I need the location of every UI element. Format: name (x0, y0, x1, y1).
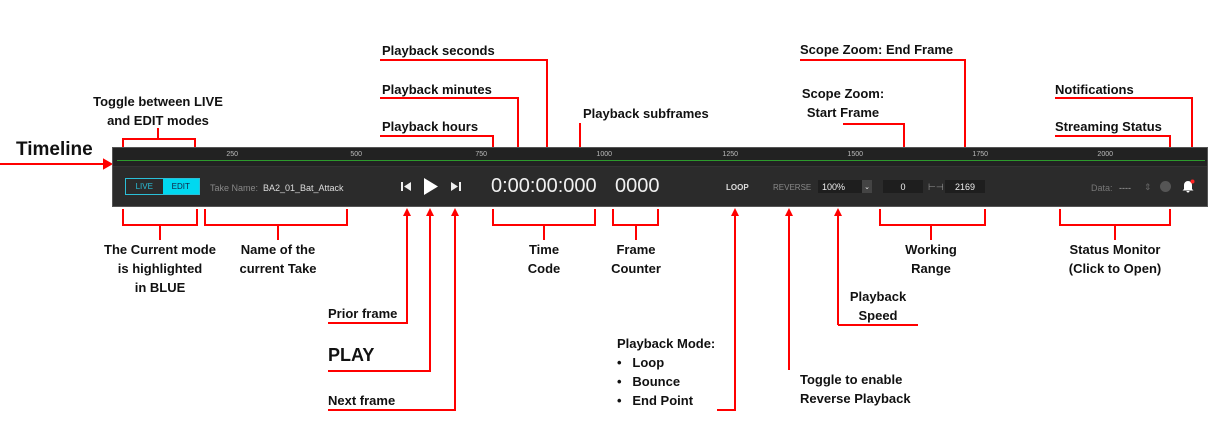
take-name-value: BA2_01_Bat_Attack (263, 183, 344, 193)
timeline-ruler[interactable]: 250 500 750 1000 1250 1500 1750 2000 (113, 148, 1207, 167)
ruler-tick: 500 (350, 151, 362, 158)
notifications-bell-icon[interactable] (1181, 179, 1195, 193)
next-frame-icon[interactable] (450, 181, 462, 192)
edit-mode-button[interactable]: EDIT (162, 179, 199, 194)
take-name-label: Take Name: (210, 183, 259, 193)
annotation-playback-minutes: Playback minutes (382, 82, 492, 97)
data-status-value[interactable]: ---- (1119, 183, 1131, 193)
loop-mode-button[interactable]: LOOP (726, 183, 749, 192)
annotation-playback-hours: Playback hours (382, 119, 479, 134)
annotation-notifications: Notifications (1055, 82, 1134, 97)
ruler-tick: 1750 (972, 151, 988, 158)
annotation-playback-subframes: Playback subframes (583, 106, 709, 121)
annotation-timeline: Timeline (16, 139, 93, 160)
prior-frame-icon[interactable] (400, 181, 412, 192)
playback-speed-select[interactable]: 100% (818, 180, 866, 193)
timecode-display: 0:00:00:000 (491, 175, 597, 197)
streaming-status-icon[interactable] (1160, 181, 1171, 192)
play-icon[interactable] (423, 177, 439, 196)
mode-toggle[interactable]: LIVE EDIT (125, 178, 200, 195)
speed-value: 100% (822, 181, 846, 192)
ruler-tick: 1000 (596, 151, 612, 158)
live-mode-button[interactable]: LIVE (135, 182, 153, 191)
updown-icon[interactable]: ⇕ (1144, 182, 1152, 192)
annotation-status-monitor: Status Monitor(Click to Open) (1068, 242, 1162, 276)
reverse-button[interactable]: REVERSE (773, 183, 812, 192)
annotation-play: PLAY (328, 345, 375, 365)
annotation-prior-frame: Prior frame (328, 306, 398, 321)
range-start-input[interactable]: 0 (883, 180, 923, 193)
frame-counter: 0000 (615, 175, 660, 197)
ruler-tick: 750 (475, 151, 487, 158)
annotation-streaming-status: Streaming Status (1055, 119, 1162, 134)
timeline-toolbar: 250 500 750 1000 1250 1500 1750 2000 LIV… (112, 147, 1208, 207)
ruler-tick: 250 (226, 151, 238, 158)
ruler-tick: 1250 (722, 151, 738, 158)
range-end-input[interactable]: 2169 (945, 180, 985, 193)
annotation-playback-mode: Playback Mode:• Loop• Bounce• End Point (617, 336, 716, 408)
annotation-scope-start: Scope Zoom:Start Frame (801, 86, 885, 120)
chevron-down-icon[interactable]: ⌄ (862, 180, 872, 193)
annotation-playback-seconds: Playback seconds (382, 43, 495, 58)
ruler-tick: 2000 (1097, 151, 1113, 158)
ruler-tick: 1500 (847, 151, 863, 158)
timeline-track (117, 160, 1205, 161)
data-label: Data: (1091, 183, 1113, 193)
range-separator-icon: ⊢⊣ (928, 182, 944, 192)
annotation-next-frame: Next frame (328, 393, 396, 408)
annotation-scope-end: Scope Zoom: End Frame (800, 42, 954, 57)
